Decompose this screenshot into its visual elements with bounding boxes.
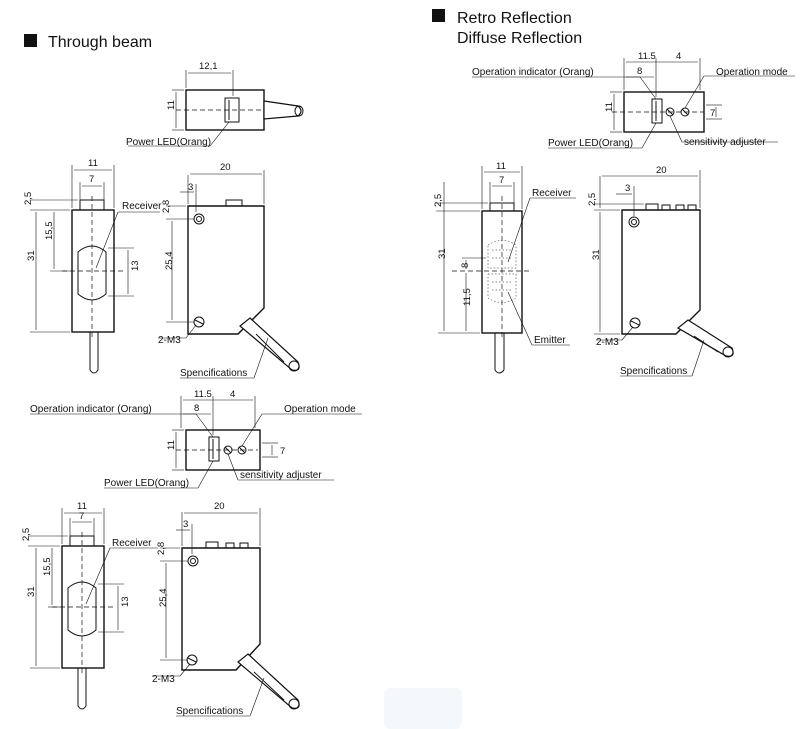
label-operation-indicator-1: Operation indicator (Orang) [30, 404, 152, 415]
dim-11-5: 11.5 [194, 389, 212, 400]
heading-through-beam: Through beam [48, 34, 152, 51]
label-2-m3-3: 2-M3 [596, 337, 619, 348]
heading-marker-through-beam [24, 34, 37, 47]
dim-7-r: 7 [710, 108, 715, 119]
dim-20: 20 [220, 162, 231, 173]
faint-background-block [384, 688, 462, 729]
dim-15-5: 15,5 [44, 222, 55, 241]
dim-7-fr: 7 [499, 175, 504, 186]
dim-11-r: 11 [604, 102, 615, 112]
label-power-led-1: Power LED(Orang) [126, 137, 211, 148]
label-sensitivity-adjuster-1: sensitivity adjuster [240, 470, 322, 481]
dim-8: 8 [194, 403, 199, 414]
dim-31-fr: 31 [437, 248, 448, 259]
dim-11-front2: 11 [77, 501, 87, 512]
top-view-retro: 11.5 4 8 11 7 Operation indicator (Orang… [472, 51, 795, 149]
dim-12-1: 12,1 [199, 61, 218, 72]
dim-8-fr: 8 [460, 263, 471, 268]
dim-25-4-b: 25,4 [158, 589, 169, 608]
label-power-led-2: Power LED(Orang) [104, 478, 189, 489]
dim-11-5-fr: 11,5 [462, 288, 473, 306]
label-sensitivity-adjuster-2: sensitivity adjuster [684, 137, 766, 148]
heading-retro-reflection: Retro Reflection [457, 10, 572, 27]
dim-3-b: 3 [183, 519, 188, 530]
side-view-retro: 20 3 2,5 31 2-M3 Spencifications [587, 165, 734, 377]
dim-15-5-b: 15,5 [42, 558, 53, 577]
dim-3: 3 [188, 182, 193, 193]
dim-13-b: 13 [120, 596, 131, 607]
dim-20-r: 20 [656, 165, 667, 176]
dim-11-5-r: 11.5 [638, 51, 656, 62]
dim-2-5: 2,5 [23, 192, 34, 205]
label-specifications-2: Spencifications [176, 706, 243, 717]
dim-31-sr: 31 [591, 249, 602, 260]
label-receiver-2: Receiver [112, 538, 152, 549]
label-receiver-1: Receiver [122, 201, 162, 212]
dim-8-r: 8 [637, 66, 642, 77]
label-operation-indicator-2: Operation indicator (Orang) [472, 67, 594, 78]
dim-2-8-b: 2,8 [156, 542, 167, 555]
dim-7-top2: 7 [280, 446, 285, 457]
dim-7-front2: 7 [79, 511, 84, 522]
dim-11-top: 11 [166, 100, 177, 110]
dim-20-b: 20 [214, 501, 225, 512]
label-emitter: Emitter [534, 335, 566, 346]
label-operation-mode-1: Operation mode [284, 404, 356, 415]
dim-31-b: 31 [26, 586, 37, 597]
label-specifications-1: Spencifications [180, 368, 247, 379]
dim-7-front: 7 [89, 174, 94, 185]
label-specifications-3: Spencifications [620, 366, 687, 377]
dim-25-4: 25,4 [164, 252, 175, 271]
dim-2-5-b: 2,5 [21, 528, 32, 541]
heading-diffuse-reflection: Diffuse Reflection [457, 30, 582, 47]
top-view-through-beam: 12,1 11 Power LED(Orang) [126, 61, 304, 148]
dim-11-top2: 11 [166, 440, 177, 450]
dim-31: 31 [26, 250, 37, 261]
dim-2-8: 2,8 [161, 200, 172, 213]
front-view-through-beam: 11 7 2,5 31 15,5 13 Receiver [23, 158, 162, 374]
side-view-emitter: 20 3 2,8 25,4 2-M3 Spencifications [152, 501, 300, 717]
dim-4: 4 [230, 389, 235, 400]
dim-11-front: 11 [88, 158, 98, 169]
front-view-retro: 11 7 2,5 31 8 11,5 Receiver Emitter [433, 161, 576, 374]
dim-11-fr: 11 [496, 161, 506, 172]
dim-2-5-sr: 2,5 [587, 193, 598, 206]
dim-2-5-fr: 2,5 [433, 194, 444, 207]
side-view-through-beam: 20 3 2,8 25,4 2-M3 Spencifications [158, 162, 300, 379]
label-operation-mode-2: Operation mode [716, 67, 788, 78]
label-2-m3-1: 2-M3 [158, 335, 181, 346]
label-receiver-3: Receiver [532, 188, 572, 199]
dim-4-r: 4 [676, 51, 681, 62]
dim-3-r: 3 [625, 183, 630, 194]
dim-13: 13 [130, 260, 141, 271]
label-power-led-3: Power LED(Orang) [548, 138, 633, 149]
label-2-m3-2: 2-M3 [152, 674, 175, 685]
top-view-emitter: 11.5 4 8 11 7 Operation indicator (Orang… [30, 389, 362, 489]
front-view-emitter: 11 7 2,5 31 15,5 13 Receiver [21, 501, 158, 710]
heading-marker-retro [432, 9, 445, 22]
